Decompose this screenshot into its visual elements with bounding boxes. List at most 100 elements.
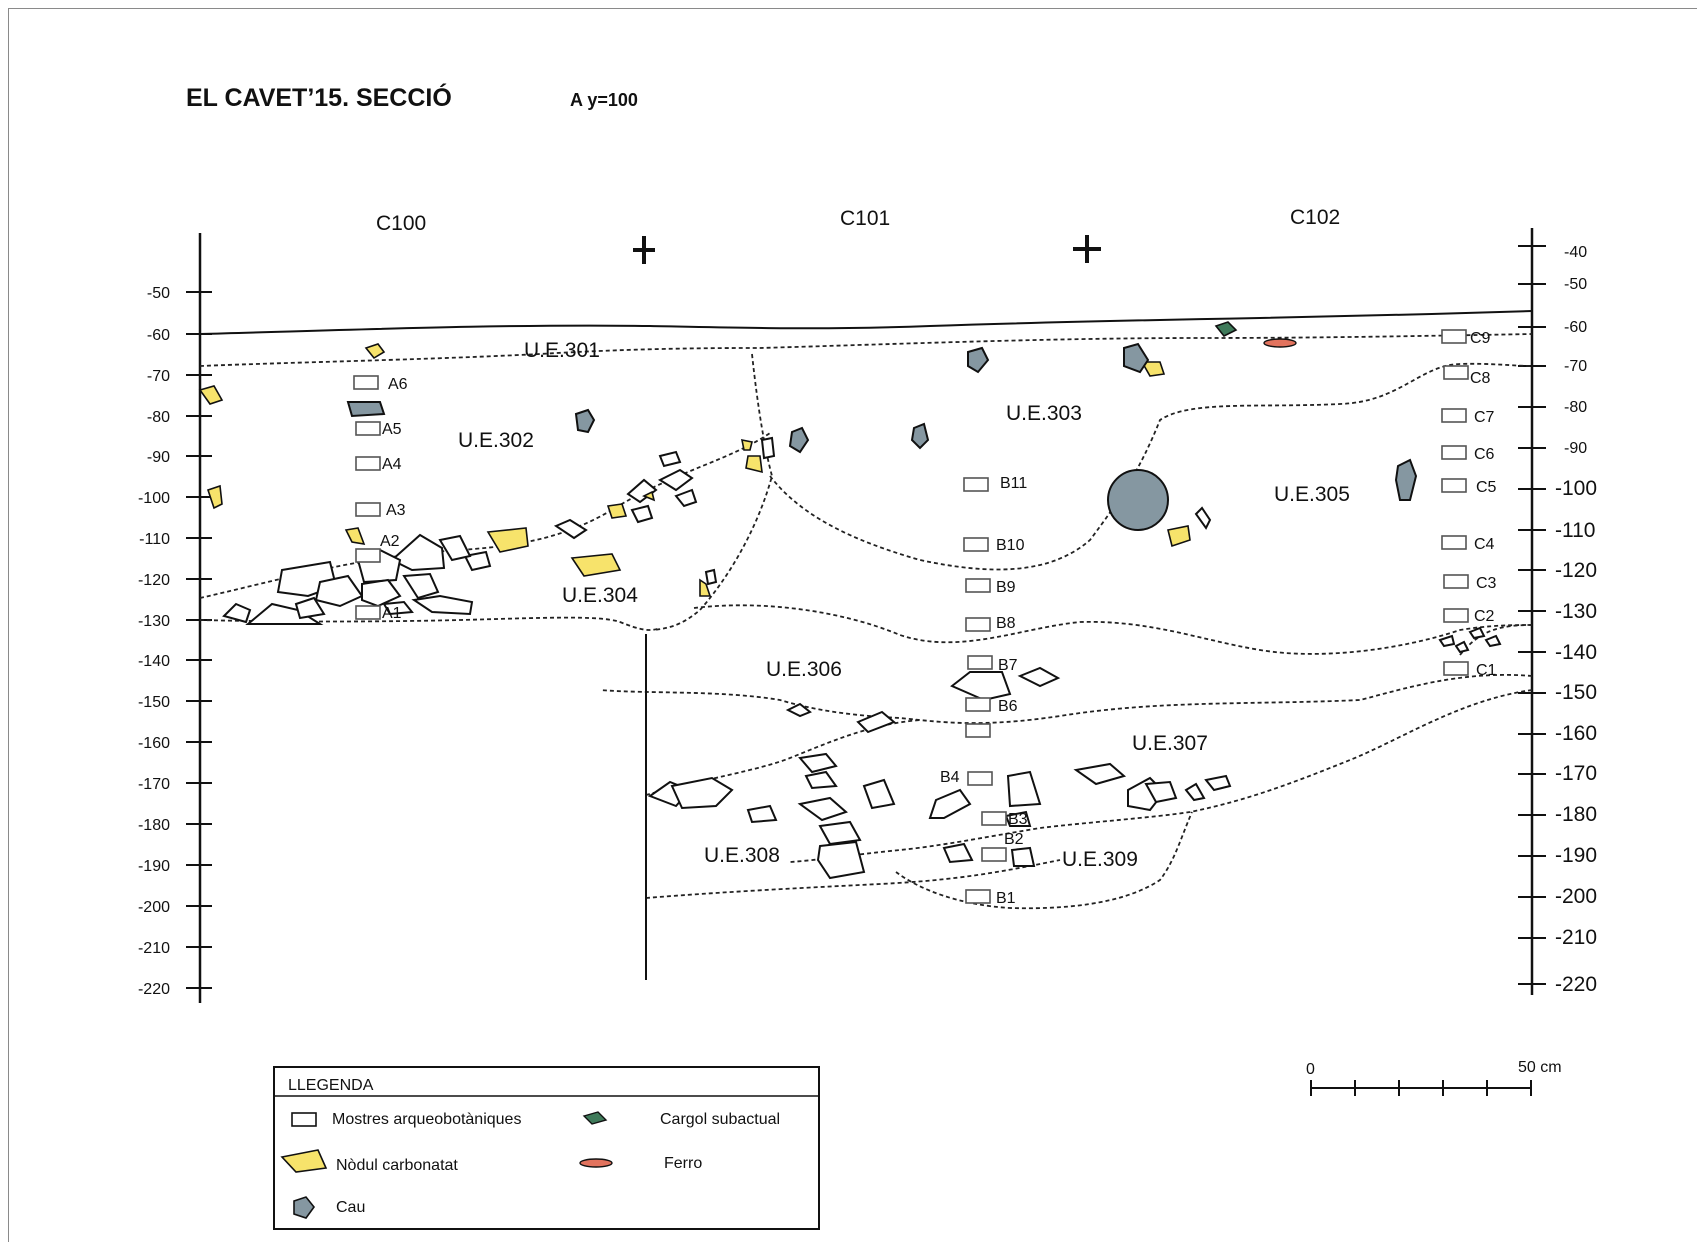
sample-column-b: B11 B10 B9 B8 B7 B6 B4 B3 B2 B1 bbox=[940, 475, 1028, 907]
column-label-c101: C101 bbox=[840, 207, 890, 230]
right-tick-label: -200 bbox=[1555, 885, 1597, 908]
unit-label-302: U.E.302 bbox=[458, 429, 534, 452]
sample-label: C5 bbox=[1476, 479, 1497, 496]
legend-label-samples: Mostres arqueobotàniques bbox=[332, 1111, 521, 1128]
left-tick-label: -220 bbox=[138, 981, 170, 998]
sample-label: C2 bbox=[1474, 608, 1495, 625]
sample-column-a: A6 A5 A4 A3 A2 A1 bbox=[353, 375, 408, 622]
sample-label: B4 bbox=[940, 769, 960, 786]
right-tick-label: -150 bbox=[1555, 681, 1597, 704]
sample-label: B9 bbox=[996, 579, 1016, 596]
figure-subtitle: A y=100 bbox=[570, 90, 638, 110]
boundary-309-base bbox=[895, 811, 1193, 910]
left-tick-label: -200 bbox=[138, 899, 170, 916]
right-tick-label: -70 bbox=[1564, 358, 1587, 375]
unit-label-305: U.E.305 bbox=[1274, 483, 1350, 506]
boundary-308-base bbox=[645, 859, 1061, 899]
left-tick-label: -140 bbox=[138, 653, 170, 670]
left-tick-label: -130 bbox=[138, 613, 170, 630]
left-tick-label: -160 bbox=[138, 735, 170, 752]
sample-label: B3 bbox=[1008, 811, 1028, 828]
boundary-301 bbox=[199, 333, 1533, 367]
scale-bar-end: 50 cm bbox=[1518, 1059, 1562, 1076]
legend-title: LLEGENDA bbox=[288, 1077, 374, 1094]
left-tick-label: -90 bbox=[147, 449, 170, 466]
boundary-302-303 bbox=[653, 353, 773, 631]
boundary-303-306 bbox=[769, 362, 1533, 571]
sample-label: A6 bbox=[388, 376, 408, 393]
column-label-c102: C102 bbox=[1290, 206, 1340, 229]
sample-label: A3 bbox=[386, 502, 406, 519]
sample-column-c: C9 C8 C7 C6 C5 C4 C3 C2 C1 bbox=[1441, 329, 1497, 679]
right-tick-label: -180 bbox=[1555, 803, 1597, 826]
legend: LLEGENDA Mostres arqueobotàniques Nòdul … bbox=[273, 1066, 820, 1230]
unit-label-301: U.E.301 bbox=[524, 339, 600, 362]
stones bbox=[222, 436, 1502, 880]
figure-title: EL CAVET’15. SECCIÓ bbox=[186, 82, 452, 112]
boundary-307-309 bbox=[789, 689, 1533, 863]
sample-label: B8 bbox=[996, 615, 1016, 632]
surface-line bbox=[199, 310, 1533, 335]
right-tick-label: -220 bbox=[1555, 973, 1597, 996]
burrow-icon bbox=[293, 1196, 316, 1219]
carbonate-nodules bbox=[198, 343, 1191, 597]
unit-label-303: U.E.303 bbox=[1006, 402, 1082, 425]
left-tick-label: -100 bbox=[138, 490, 170, 507]
right-tick-label: -130 bbox=[1555, 600, 1597, 623]
left-tick-label: -60 bbox=[147, 327, 170, 344]
sample-label: A5 bbox=[382, 421, 402, 438]
left-tick-label: -120 bbox=[138, 572, 170, 589]
sample-label: C7 bbox=[1474, 409, 1495, 426]
left-tick-label: -70 bbox=[147, 368, 170, 385]
sample-label: B10 bbox=[996, 537, 1025, 554]
left-tick-label: -80 bbox=[147, 409, 170, 426]
left-tick-label: -150 bbox=[138, 694, 170, 711]
nodule-icon bbox=[280, 1149, 328, 1173]
legend-label-nodule: Nòdul carbonatat bbox=[336, 1157, 458, 1174]
right-depth-axis: -40 -50 -60 -70 -80 -90 -100 -110 -120 -… bbox=[1518, 228, 1597, 996]
right-tick-label: -170 bbox=[1555, 762, 1597, 785]
right-tick-label: -60 bbox=[1564, 319, 1587, 336]
left-tick-label: -170 bbox=[138, 776, 170, 793]
left-tick-label: -210 bbox=[138, 940, 170, 957]
right-tick-label: -100 bbox=[1555, 477, 1597, 500]
column-label-c100: C100 bbox=[376, 212, 426, 235]
snail-mark bbox=[1214, 321, 1238, 338]
boundary-304-lower bbox=[199, 616, 661, 631]
unit-label-307: U.E.307 bbox=[1132, 732, 1208, 755]
burrows bbox=[346, 342, 1418, 531]
left-depth-axis: -50 -60 -70 -80 -90 -100 -110 -120 -130 … bbox=[138, 233, 212, 1003]
sample-label: C6 bbox=[1474, 446, 1495, 463]
sample-label: C4 bbox=[1474, 536, 1495, 553]
figure-frame bbox=[8, 8, 1697, 1242]
unit-label-308: U.E.308 bbox=[704, 844, 780, 867]
boundary-306-307 bbox=[599, 674, 1533, 724]
sample-label: B6 bbox=[998, 698, 1018, 715]
right-tick-label: -120 bbox=[1555, 559, 1597, 582]
sample-label: B2 bbox=[1004, 831, 1024, 848]
sample-label: C1 bbox=[1476, 662, 1497, 679]
left-tick-label: -180 bbox=[138, 817, 170, 834]
sample-label: C9 bbox=[1470, 330, 1491, 347]
grid-cross-1 bbox=[633, 236, 655, 264]
sample-label: C3 bbox=[1476, 575, 1497, 592]
snail-icon bbox=[582, 1111, 608, 1125]
right-tick-label: -190 bbox=[1555, 844, 1597, 867]
scale-bar: 0 50 cm bbox=[1306, 1059, 1562, 1096]
legend-label-snail: Cargol subactual bbox=[660, 1111, 780, 1128]
legend-label-burrow: Cau bbox=[336, 1199, 365, 1216]
right-tick-label: -160 bbox=[1555, 722, 1597, 745]
unit-label-309: U.E.309 bbox=[1062, 848, 1138, 871]
right-tick-label: -80 bbox=[1564, 399, 1587, 416]
iron-icon bbox=[579, 1158, 613, 1168]
sample-label: B11 bbox=[1000, 475, 1027, 492]
unit-label-306: U.E.306 bbox=[766, 658, 842, 681]
right-tick-label: -140 bbox=[1555, 641, 1597, 664]
right-tick-label: -40 bbox=[1564, 244, 1587, 261]
sample-box-icon bbox=[291, 1112, 317, 1127]
legend-label-iron: Ferro bbox=[664, 1155, 702, 1172]
sample-label: A2 bbox=[380, 533, 400, 550]
sample-label: C8 bbox=[1470, 370, 1491, 387]
right-tick-label: -90 bbox=[1564, 440, 1587, 457]
